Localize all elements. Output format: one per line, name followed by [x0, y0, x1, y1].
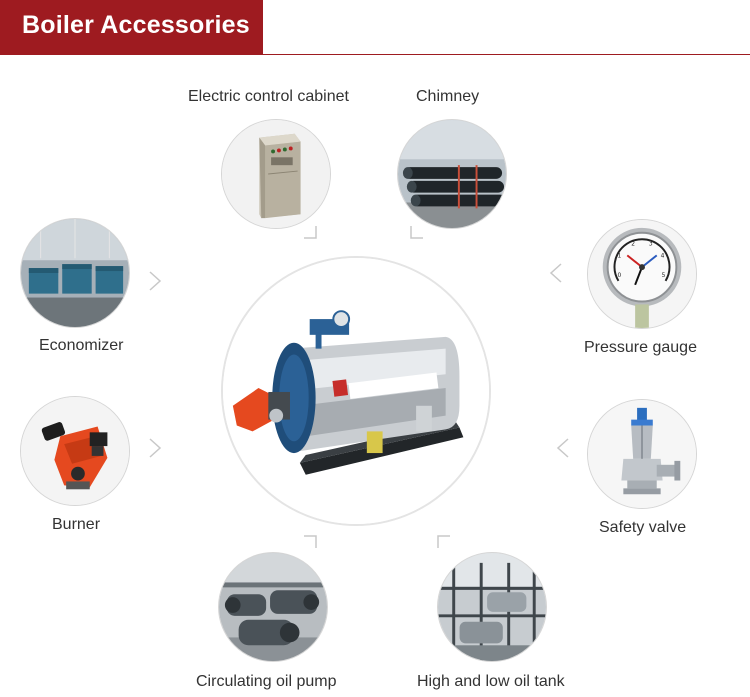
chimney-pipes-photo-icon: [397, 119, 507, 229]
economizer-photo-icon: [20, 218, 130, 328]
label-economizer: Economizer: [39, 337, 124, 354]
safety-valve-photo-icon: [587, 399, 697, 509]
svg-text:2: 2: [631, 242, 635, 248]
chevron-down-icon: [300, 222, 322, 244]
svg-text:1: 1: [617, 253, 621, 259]
chevron-up-icon: [432, 530, 454, 552]
label-pressure-gauge: Pressure gauge: [584, 339, 697, 356]
chevron-up-icon: [300, 530, 322, 552]
chevron-right-icon: [144, 437, 166, 459]
chevron-left-icon: [552, 437, 574, 459]
chevron-down-icon: [405, 222, 427, 244]
svg-text:4: 4: [661, 253, 665, 259]
oil-pump-photo-icon: [218, 552, 328, 662]
header-banner: Boiler Accessories: [0, 0, 263, 55]
thermal-oil-boiler-photo-icon: [221, 256, 491, 526]
label-electric-control-cabinet: Electric control cabinet: [188, 88, 349, 105]
chevron-left-icon: [545, 262, 567, 284]
pressure-gauge-photo-icon: 0 1 2 3 4 5: [587, 219, 697, 329]
label-high-low-oil-tank: High and low oil tank: [417, 673, 565, 690]
header-divider: [263, 54, 750, 55]
label-chimney: Chimney: [416, 88, 480, 105]
svg-text:3: 3: [649, 242, 653, 248]
svg-text:0: 0: [617, 273, 621, 279]
label-circulating-oil-pump: Circulating oil pump: [196, 673, 337, 690]
page-title: Boiler Accessories: [22, 11, 250, 39]
chevron-right-icon: [144, 270, 166, 292]
label-burner: Burner: [52, 516, 101, 533]
burner-photo-icon: [20, 396, 130, 506]
svg-text:5: 5: [662, 273, 666, 279]
oil-tank-photo-icon: [437, 552, 547, 662]
control-cabinet-photo-icon: [221, 119, 331, 229]
label-safety-valve: Safety valve: [599, 519, 687, 536]
